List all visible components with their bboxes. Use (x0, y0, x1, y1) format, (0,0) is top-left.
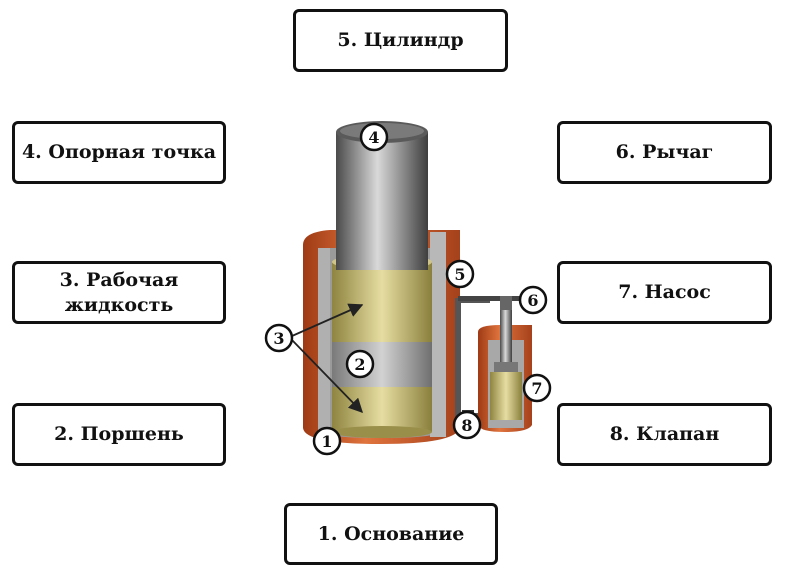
label-valve: 8. Клапан (557, 403, 772, 466)
label-lever: 6. Рычаг (557, 121, 772, 184)
pump-plunger (494, 305, 518, 372)
working-fluid-lower (332, 387, 432, 438)
label-cylinder: 5. Цилиндр (293, 9, 508, 72)
label-working-fluid: 3. Рабочая жидкость (12, 261, 226, 324)
marker-2: 2 (345, 349, 375, 379)
marker-1: 1 (312, 426, 342, 456)
pump-housing (478, 325, 532, 432)
marker-8-text: 8 (461, 416, 472, 435)
label-base: 1. Основание (284, 503, 498, 565)
marker-7-text: 7 (531, 379, 542, 398)
marker-5: 5 (445, 259, 475, 289)
marker-2-text: 2 (354, 355, 365, 374)
label-fulcrum: 4. Опорная точка (12, 121, 226, 184)
marker-7: 7 (522, 373, 552, 403)
fluid-arrows (291, 303, 364, 414)
marker-3-text: 3 (273, 329, 284, 348)
marker-3: 3 (264, 323, 294, 353)
cylinder-ram (336, 121, 428, 270)
marker-8: 8 (452, 410, 482, 440)
marker-6: 6 (518, 285, 548, 315)
marker-4-text: 4 (368, 128, 379, 147)
lever (458, 296, 520, 310)
marker-5-text: 5 (454, 265, 465, 284)
marker-6-text: 6 (527, 291, 538, 310)
label-pump: 7. Насос (557, 261, 772, 324)
marker-4: 4 (359, 122, 389, 152)
label-piston: 2. Поршень (12, 403, 226, 466)
marker-1-text: 1 (321, 432, 332, 451)
